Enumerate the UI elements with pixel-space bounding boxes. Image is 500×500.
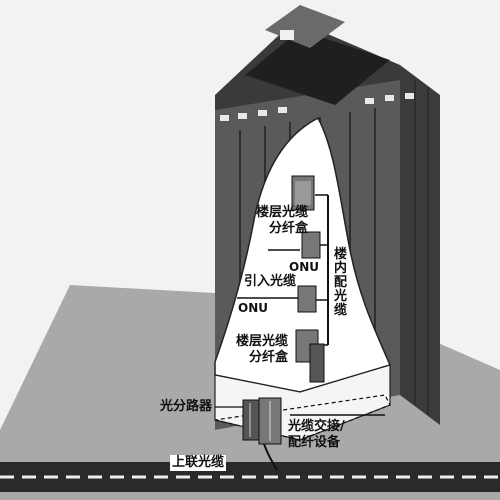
uplink-cable-label: 上联光缆 xyxy=(170,455,227,471)
floor-box-icon xyxy=(291,175,315,211)
splitter-icon xyxy=(242,399,262,441)
floor-box-icon xyxy=(295,329,325,383)
riser-char-1: 楼 xyxy=(334,247,348,262)
roof-window xyxy=(280,30,294,40)
floor-box-upper-label: 楼层光缆 分纤盒 xyxy=(256,205,308,237)
uplink-cable xyxy=(263,443,278,471)
cross-connect-label: 光缆交接/ 配纤设备 xyxy=(288,419,345,451)
cross-connect-cabinet-icon xyxy=(258,397,282,445)
onu-icon xyxy=(297,285,317,313)
riser-char-3: 配 xyxy=(334,275,348,290)
floor-box-lower-label: 楼层光缆 分纤盒 xyxy=(236,334,288,366)
roof-top xyxy=(245,30,390,105)
building-side xyxy=(400,65,440,425)
riser-char-2: 内 xyxy=(334,261,348,276)
onu-upper-label: ONU xyxy=(289,260,319,274)
riser-cable-label: 楼 内 配 光 缆 xyxy=(334,248,347,318)
riser-char-5: 缆 xyxy=(334,303,348,318)
floor-box-lower-line2: 分纤盒 xyxy=(249,350,289,365)
riser-char-4: 光 xyxy=(334,289,348,304)
window-band xyxy=(220,93,414,121)
cross-connect-line1: 光缆交接/ xyxy=(288,419,345,434)
onu-lower-label: ONU xyxy=(238,301,268,315)
floor-box-upper-line2: 分纤盒 xyxy=(269,221,309,236)
cross-connect-line2: 配纤设备 xyxy=(288,435,341,450)
splitter-label: 光分路器 xyxy=(160,399,213,414)
drop-cable-label: 引入光缆 xyxy=(244,274,297,289)
floor-box-lower-line1: 楼层光缆 xyxy=(236,334,289,349)
onu-icon xyxy=(301,231,321,259)
floor-box-upper-line1: 楼层光缆 xyxy=(256,205,309,220)
